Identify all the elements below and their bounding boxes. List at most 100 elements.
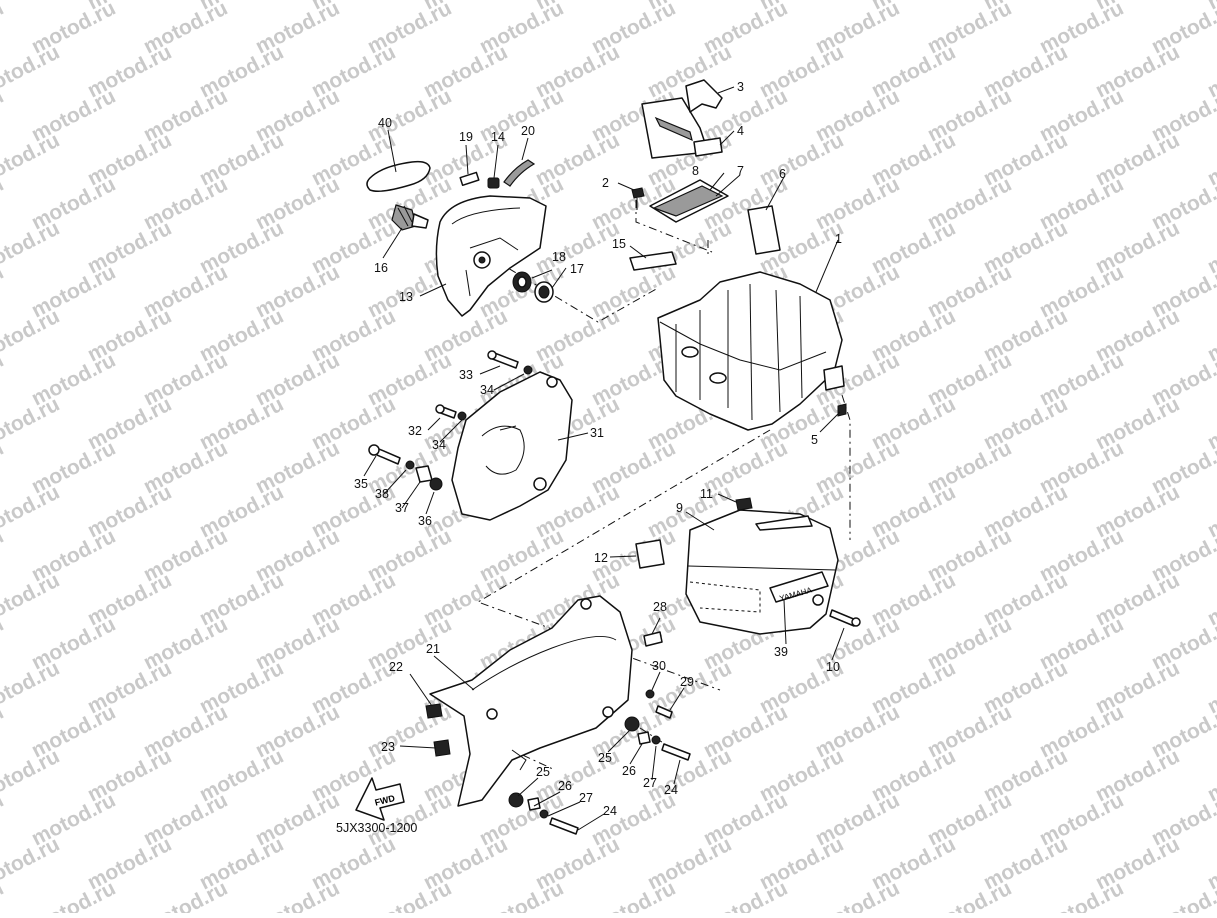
watermark-text: motod.ru [0,745,63,807]
watermark-text: motod.ru [1036,877,1128,913]
callout-26a: 26 [622,764,636,778]
callout-labels: 40 19 14 20 16 13 18 17 3 4 2 8 7 6 15 1… [336,80,842,835]
callout-16: 16 [374,261,388,275]
watermark-text: motod.ru [0,657,63,719]
fwd-label: FWD [374,793,397,808]
callout-22: 22 [389,660,403,674]
fasteners-left [368,350,533,491]
watermark-text: motod.ru [364,877,456,913]
callout-27b: 27 [579,791,593,805]
watermark-text: motod.ru [0,569,63,631]
watermark-text: motod.ru [812,877,904,913]
watermark-text: motod.ru [0,701,7,763]
callout-5: 5 [811,433,818,447]
strap-part-40 [366,160,431,192]
leader-lines [363,86,845,831]
cover-part-21 [425,595,633,807]
callout-25b: 25 [536,765,550,779]
callout-21: 21 [426,642,440,656]
callout-36: 36 [418,514,432,528]
watermark-text: motod.ru [0,789,7,851]
callout-24a: 24 [664,783,678,797]
fwd-arrow-icon: FWD [355,777,405,821]
callout-32: 32 [408,424,422,438]
callout-26b: 26 [558,779,572,793]
watermark-text: motod.ru [252,877,344,913]
yamaha-badge [769,571,829,603]
watermark-text: motod.ru [476,877,568,913]
callout-6: 6 [779,167,786,181]
cover-part-13 [435,195,547,317]
callout-25a: 25 [598,751,612,765]
fasteners-lower [508,631,691,835]
watermark-text: motod.ru [0,41,63,103]
watermark-text: motod.ru [28,877,120,913]
callout-30: 30 [652,659,666,673]
watermark-text: motod.ru [0,261,7,323]
callout-40: 40 [378,116,392,130]
callout-1: 1 [835,232,842,246]
callout-18: 18 [552,250,566,264]
cover-part-9: YAMAHA [635,497,839,635]
callout-23: 23 [381,740,395,754]
callout-38: 38 [375,487,389,501]
callout-9: 9 [676,501,683,515]
callout-3: 3 [737,80,744,94]
watermark-text: motod.ru [0,613,7,675]
watermark-text: motod.ru [0,877,7,913]
bracket-part-31 [451,371,573,521]
callout-29: 29 [680,675,694,689]
callout-13: 13 [399,290,413,304]
callout-17: 17 [570,262,584,276]
pads-parts-3-4 [641,79,723,159]
watermark-text: motod.ru [700,877,792,913]
rings-parts-17-18 [512,271,554,303]
callout-15: 15 [612,237,626,251]
callout-37: 37 [395,501,409,515]
watermark-text: motod.ru [0,525,7,587]
callout-35: 35 [354,477,368,491]
callout-4: 4 [737,124,744,138]
watermark-text: motod.ru [0,129,63,191]
watermark-text: motod.ru [0,437,7,499]
watermark-text: motod.ru [1148,877,1217,913]
watermark-text: motod.ru [0,173,7,235]
callout-8: 8 [692,164,699,178]
callout-24b: 24 [603,804,617,818]
battery-box-part-1 [657,271,847,431]
callout-7: 7 [737,164,744,178]
callout-39: 39 [774,645,788,659]
callout-34b: 34 [432,438,446,452]
watermark-text: motod.ru [140,877,232,913]
callout-12: 12 [594,551,608,565]
watermark-text: motod.ru [924,877,1016,913]
knob-part-16 [391,204,429,231]
watermark-text: motod.ru [0,833,63,895]
watermark-text: motod.ru [0,0,7,58]
callout-27a: 27 [643,776,657,790]
callout-2: 2 [602,176,609,190]
callout-20: 20 [521,124,535,138]
bolt-part-10 [829,609,861,627]
callout-19: 19 [459,130,473,144]
watermark-text: motod.ru [0,305,63,367]
callout-14: 14 [491,130,505,144]
drawing-code: 5JX3300-1200 [336,821,417,835]
callout-34a: 34 [480,383,494,397]
watermark-text: motod.ru [0,481,63,543]
watermark-text: motod.ru [0,349,7,411]
callout-11: 11 [700,487,713,501]
callout-31: 31 [590,426,604,440]
callout-10: 10 [826,660,840,674]
pads-parts-6-7-8-15 [629,179,781,271]
watermark-text: motod.ru [588,877,680,913]
watermark-text: motod.ru [0,0,63,14]
watermark-text: motod.ru [0,217,63,279]
watermark-text: motod.ru [0,393,63,455]
callout-33: 33 [459,368,473,382]
callout-28: 28 [653,600,667,614]
small-parts-19-14-20 [459,159,536,189]
